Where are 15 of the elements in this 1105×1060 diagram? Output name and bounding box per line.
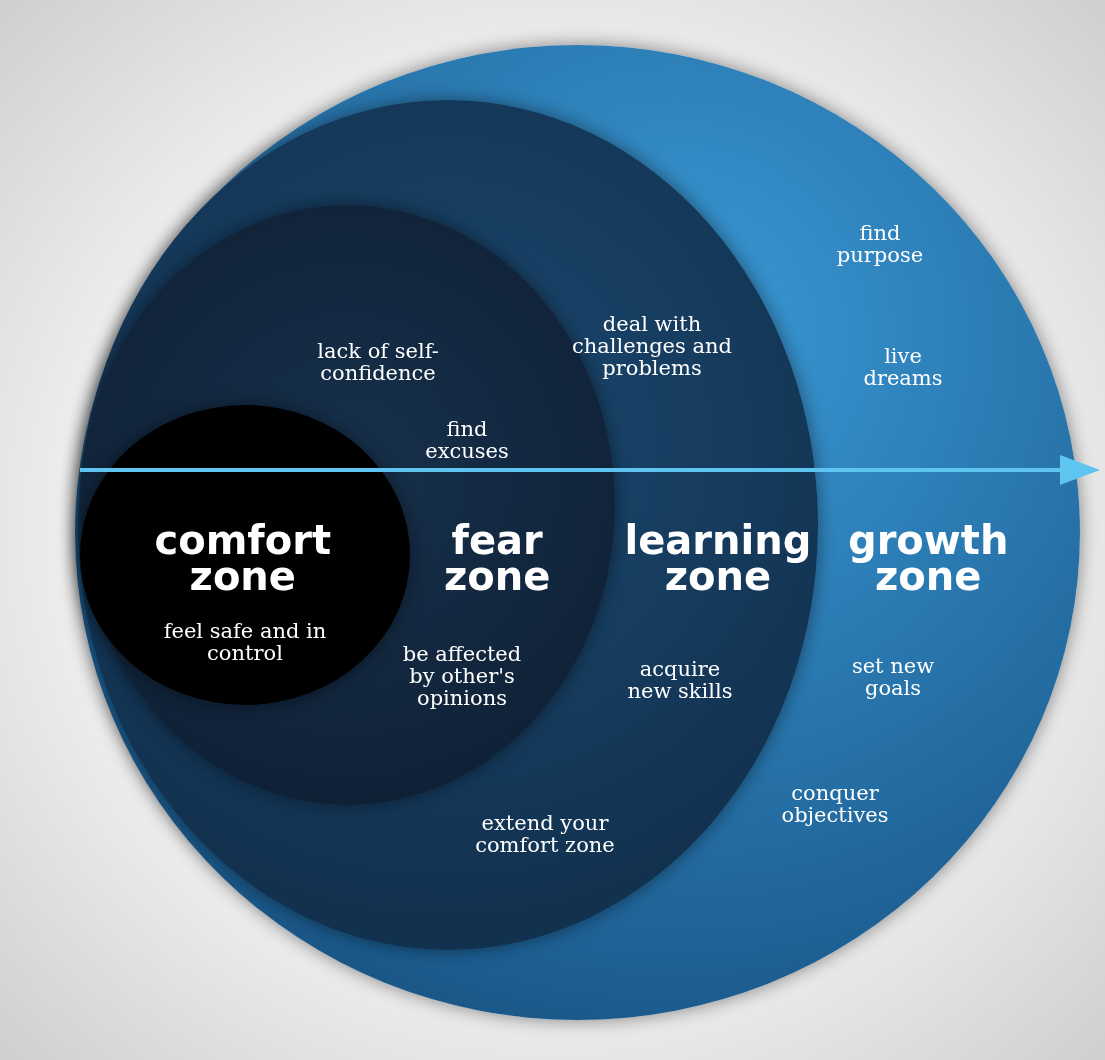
zone-text: be affected by other's opinions (401, 643, 523, 710)
zone-title: comfort zone (154, 522, 332, 594)
zone-title: fear zone (444, 522, 551, 594)
zone-text: deal with challenges and problems (571, 313, 733, 380)
zone-text: find excuses (424, 418, 510, 463)
zone-text: extend your comfort zone (474, 812, 616, 857)
zone-text: set new goals (850, 655, 936, 700)
zone-text: live dreams (863, 345, 943, 390)
zone-text: find purpose (835, 222, 925, 267)
zone-text: feel safe and in control (162, 620, 328, 665)
zone-title: growth zone (848, 522, 1009, 594)
zone-title: learning zone (624, 522, 812, 594)
zone-text: conquer objectives (780, 782, 890, 827)
zone-text: lack of self-confidence (316, 340, 440, 385)
zone-text: acquire new skills (626, 658, 734, 703)
